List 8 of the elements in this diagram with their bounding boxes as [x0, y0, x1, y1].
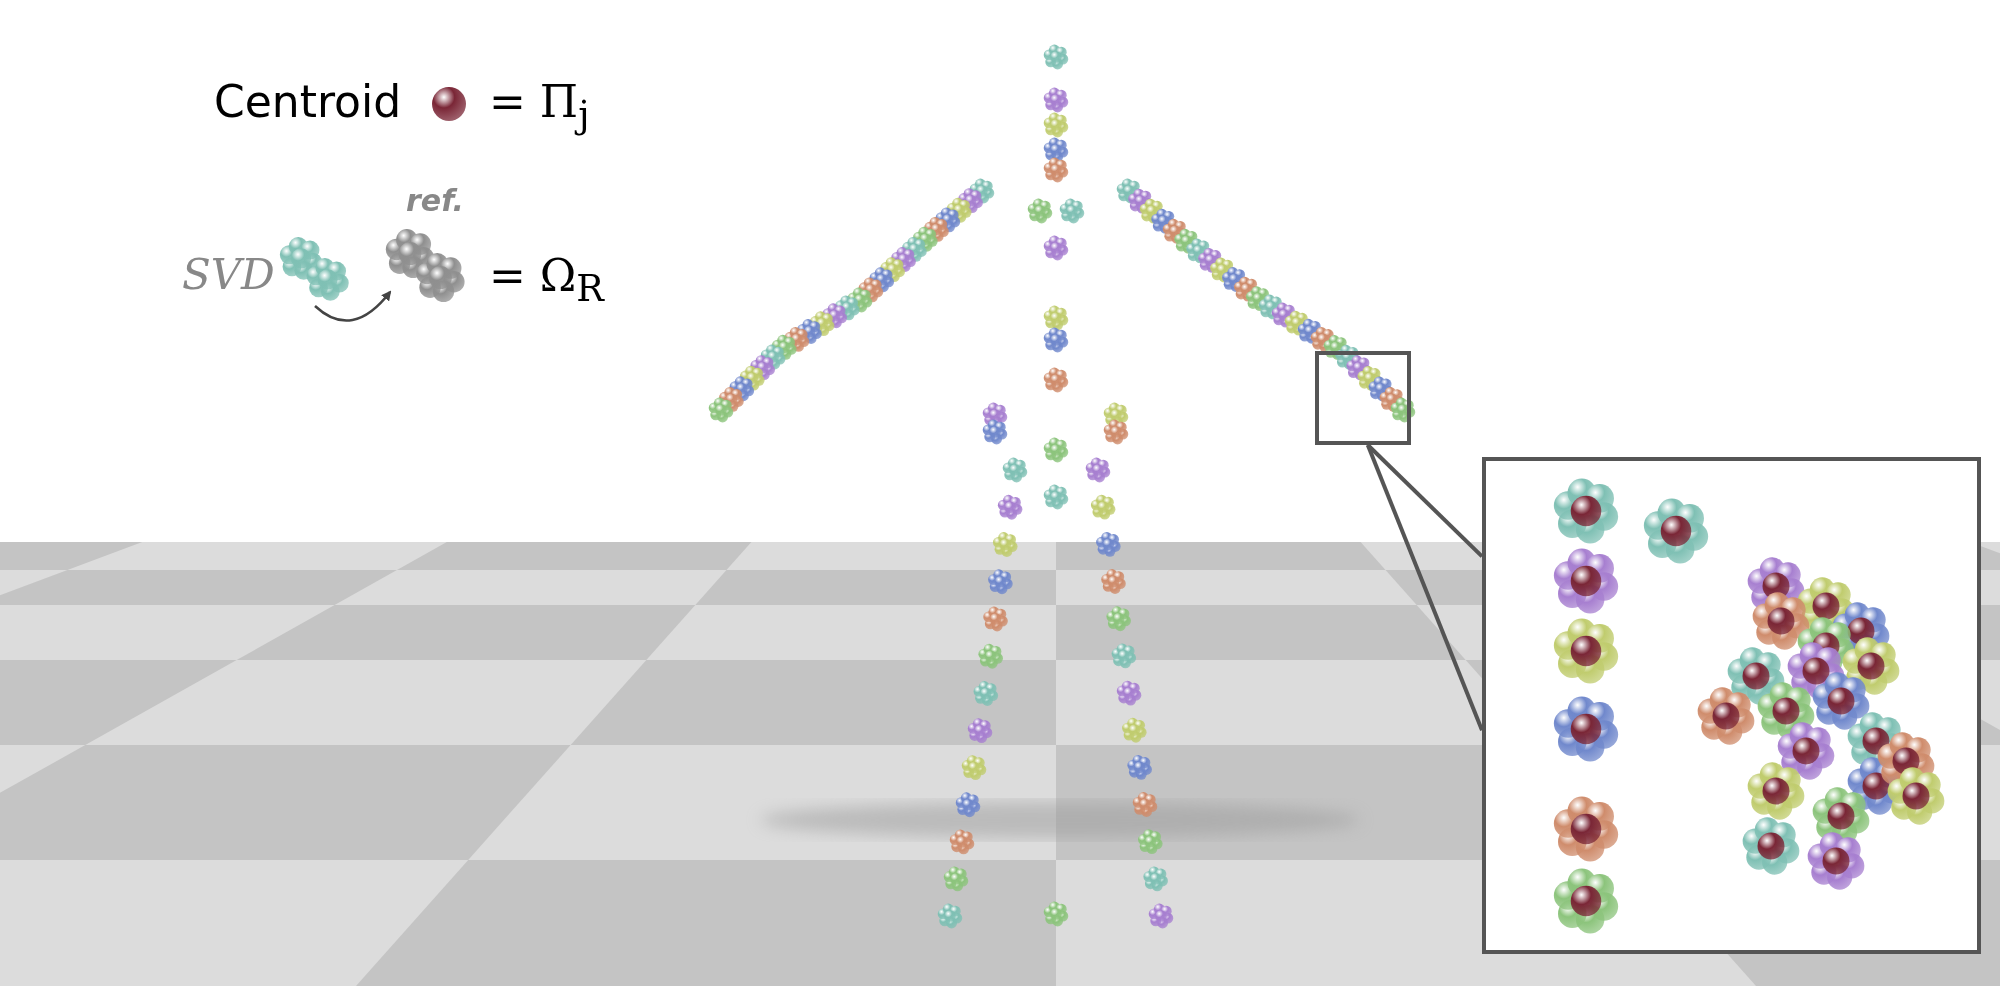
equation: = Ω$_{R}$	[489, 254, 604, 308]
side-label: ref.	[406, 186, 464, 216]
curved-arrow	[314, 290, 392, 322]
label-text: SVD	[182, 254, 275, 296]
equation: = Π$_{j}$	[489, 80, 590, 134]
label-text: Centroid	[214, 80, 402, 124]
zoom-line	[1365, 444, 1484, 732]
zoom-frame	[1315, 351, 1411, 445]
